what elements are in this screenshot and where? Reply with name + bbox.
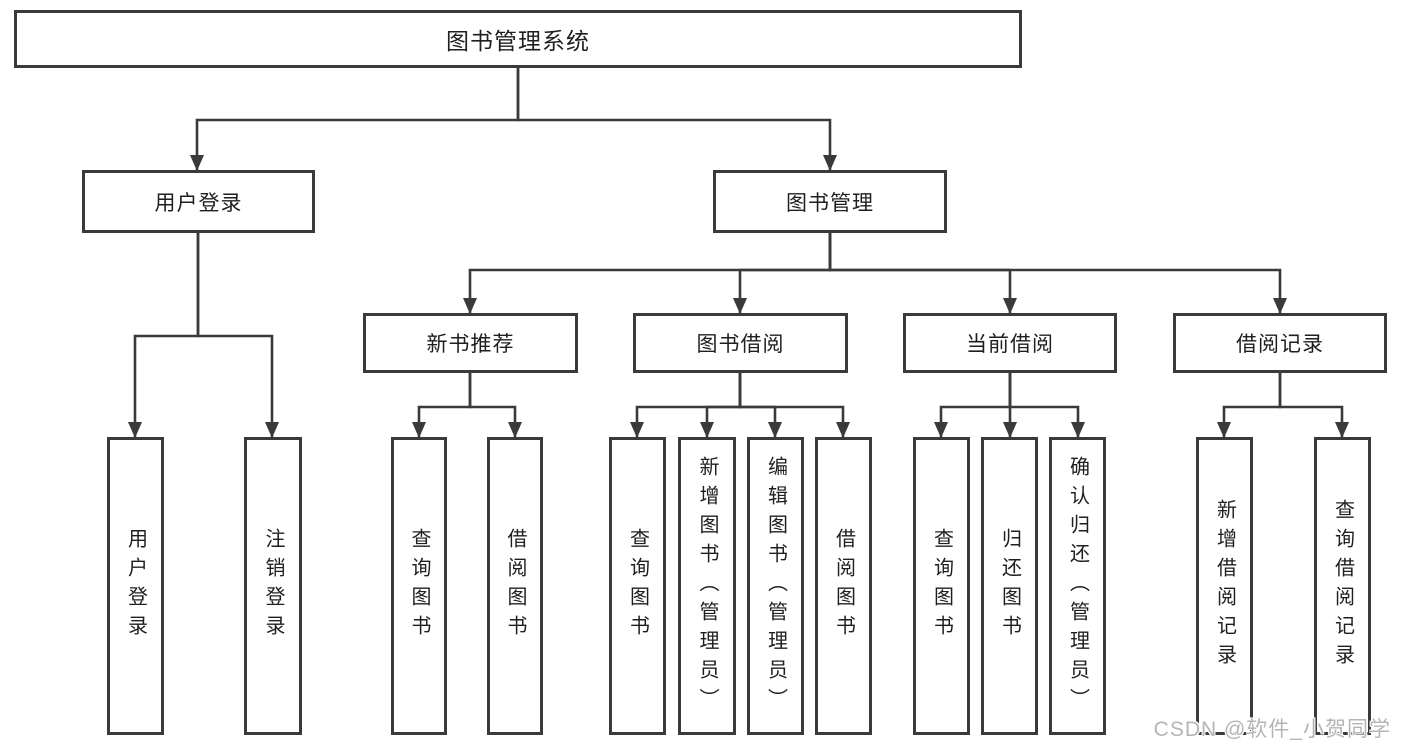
node-label: 用户登录 <box>154 191 243 215</box>
node-user-login: 用户登录 <box>82 170 315 233</box>
leaf-add-books-admin: 新增图书（管理员） <box>678 437 736 735</box>
node-book-borrow: 图书借阅 <box>633 313 848 373</box>
node-label: 编辑图书（管理员） <box>764 455 787 717</box>
watermark: CSDN @软件_小贺同学 <box>1153 718 1391 741</box>
node-label: 查询借阅记录 <box>1331 499 1354 673</box>
leaf-query-books-3: 查询图书 <box>913 437 970 735</box>
leaf-borrow-books-2: 借阅图书 <box>815 437 872 735</box>
node-new-book-recommend: 新书推荐 <box>363 313 578 373</box>
node-label: 查询图书 <box>408 528 430 644</box>
node-label: 图书管理系统 <box>446 28 590 54</box>
node-book-management: 图书管理 <box>713 170 947 233</box>
node-label: 用户登录 <box>124 528 147 644</box>
node-label: 查询图书 <box>626 528 649 644</box>
node-current-borrow: 当前借阅 <box>903 313 1117 373</box>
node-label: 图书借阅 <box>696 333 785 356</box>
leaf-edit-books-admin: 编辑图书（管理员） <box>747 437 804 735</box>
node-label: 借阅图书 <box>504 528 526 644</box>
leaf-query-books-1: 查询图书 <box>391 437 447 735</box>
leaf-query-borrow-record: 查询借阅记录 <box>1314 437 1371 735</box>
leaf-return-books: 归还图书 <box>981 437 1038 735</box>
node-label: 新增图书（管理员） <box>696 455 718 717</box>
leaf-logout: 注销登录 <box>244 437 302 735</box>
node-label: 确认归还（管理员） <box>1066 455 1089 717</box>
node-label: 注销登录 <box>262 528 284 644</box>
node-label: 查询图书 <box>930 528 953 644</box>
node-label: 借阅图书 <box>832 528 855 644</box>
node-label: 图书管理 <box>786 191 874 215</box>
leaf-borrow-books-1: 借阅图书 <box>487 437 543 735</box>
node-label: 借阅记录 <box>1236 333 1324 356</box>
leaf-user-login: 用户登录 <box>107 437 164 735</box>
node-label: 新书推荐 <box>426 333 515 356</box>
leaf-query-books-2: 查询图书 <box>609 437 666 735</box>
leaf-confirm-return-admin: 确认归还（管理员） <box>1049 437 1106 735</box>
node-label: 当前借阅 <box>966 333 1054 356</box>
node-label: 归还图书 <box>998 528 1021 644</box>
node-borrow-records: 借阅记录 <box>1173 313 1387 373</box>
node-root: 图书管理系统 <box>14 10 1022 68</box>
node-label: 新增借阅记录 <box>1213 499 1236 673</box>
leaf-add-borrow-record: 新增借阅记录 <box>1196 437 1253 735</box>
